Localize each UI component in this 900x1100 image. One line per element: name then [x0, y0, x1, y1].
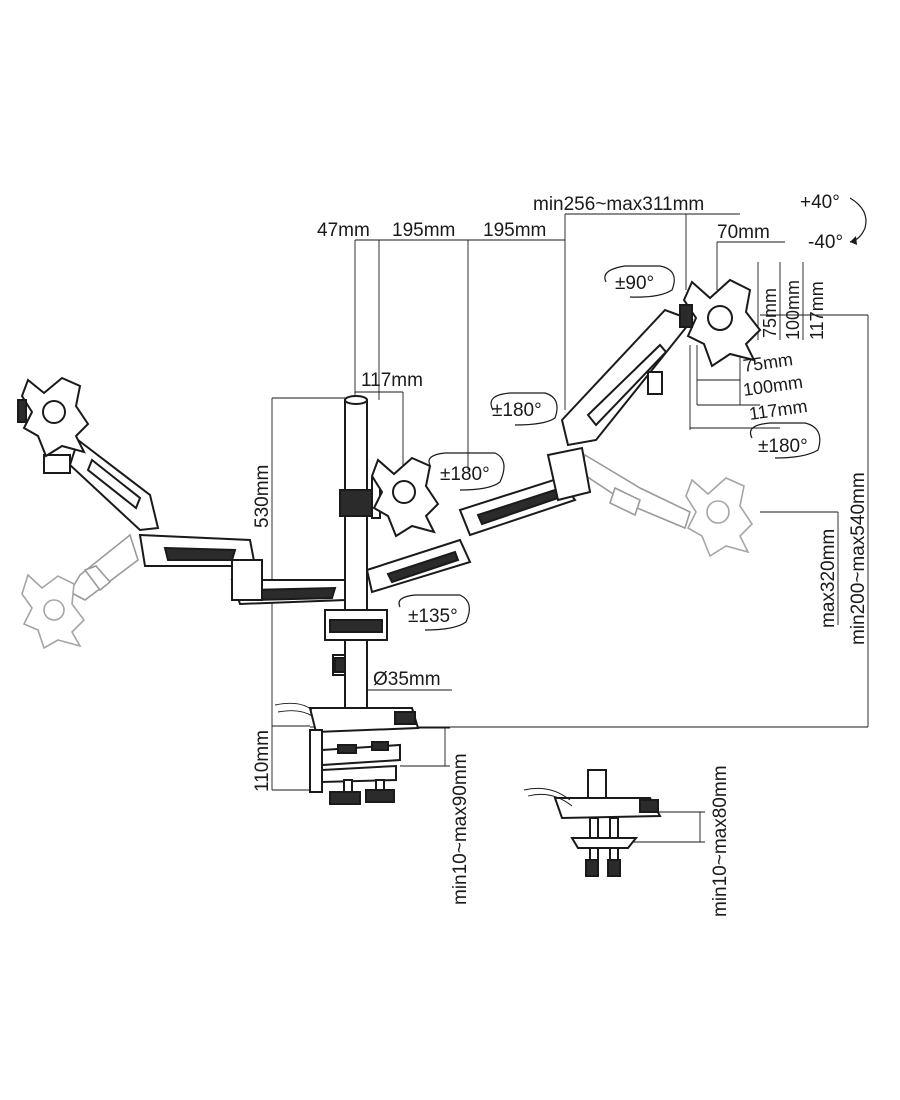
- arm1-label: 195mm: [392, 220, 455, 241]
- pole-diameter-label: Ø35mm: [373, 669, 441, 690]
- right-arm: [365, 278, 762, 594]
- offset-70-label: 70mm: [717, 222, 770, 243]
- rotate-90-arrow: [604, 265, 675, 298]
- vesa-100-v-label: 100mm: [783, 280, 803, 340]
- tilt-arrow: [849, 197, 867, 243]
- dimension-lines: [271, 213, 869, 843]
- plate-117-label: 117mm: [361, 370, 423, 391]
- vesa-117-v-label: 117mm: [807, 281, 827, 340]
- height-range-label: min200~max540mm: [848, 472, 869, 645]
- ghost-arms: [21, 453, 754, 650]
- vesa-75-v-label: 75mm: [760, 288, 780, 338]
- depth-range-label: min256~max311mm: [533, 194, 704, 215]
- swivel-180-right-label: ±180°: [758, 436, 808, 457]
- arm2-label: 195mm: [483, 220, 546, 241]
- desk-clamp: [274, 702, 420, 805]
- rotation-arrows: [398, 197, 867, 631]
- dimension-labels: min256~max311mm +40° -40° 47mm 195mm 195…: [252, 192, 869, 917]
- center-pole: [324, 395, 440, 711]
- swivel-180-center-label: ±180°: [440, 464, 490, 485]
- tilt-up-label: +40°: [800, 192, 840, 213]
- vesa-100-h-label: 100mm: [742, 372, 804, 400]
- joint-135-arrow: [398, 594, 470, 631]
- clamp-range-label: min10~max90mm: [450, 753, 471, 905]
- pole-530-label: 530mm: [252, 465, 273, 528]
- clamp-110-label: 110mm: [252, 730, 273, 792]
- offset-47-label: 47mm: [317, 220, 370, 241]
- swivel-180-center-arrow: [428, 452, 505, 491]
- joint-135-label: ±135°: [408, 606, 458, 627]
- swivel-180-right-arrow: [749, 422, 821, 459]
- vesa-117-h-label: 117mm: [748, 396, 809, 424]
- grommet-range-label: min10~max80mm: [710, 765, 731, 917]
- rotate-90-label: ±90°: [615, 273, 654, 294]
- tilt-down-label: -40°: [808, 232, 843, 253]
- swivel-180-arm-arrow: [490, 392, 558, 426]
- grommet-mount: [523, 769, 662, 877]
- height-max320-label: max320mm: [818, 529, 839, 628]
- swivel-180-arm-label: ±180°: [492, 400, 542, 421]
- left-arm: [17, 376, 346, 606]
